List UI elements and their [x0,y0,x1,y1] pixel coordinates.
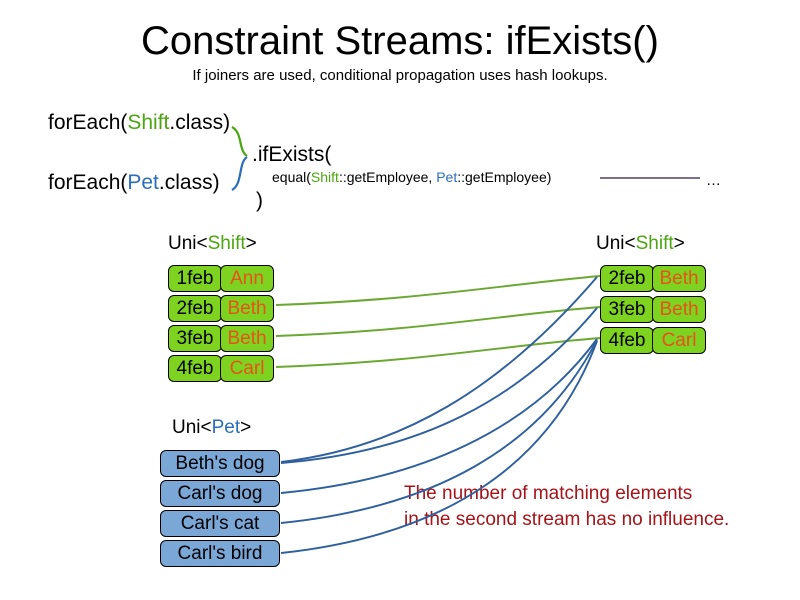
pet-cell: Beth's dog [160,450,280,477]
pet-cell: Carl's bird [160,540,280,567]
shift-date-cell: 3feb [168,325,222,352]
code-ellipsis: … [706,172,721,189]
annotation-line-2: in the second stream has no influence. [404,509,730,530]
shift-date-cell: 4feb [600,327,654,354]
label-uni-shift-left: Uni<Shift> [168,232,257,255]
label-uni-pet-suffix: > [240,417,252,438]
shift-name-cell: Ann [220,265,274,292]
list-item: Beth's dog [160,450,280,477]
connector-blue-carls-dog-4feb [280,338,598,494]
table-row: 4feb Carl [168,355,274,382]
connector-green-3feb [275,306,601,337]
pet-cell: Carl's cat [160,510,280,537]
connector-green-2feb [275,275,601,306]
code-equal-joiner: equal(Shift::getEmployee, Pet::getEmploy… [272,168,551,186]
code-equal-suffix: ::getEmployee) [457,169,552,185]
shift-date-cell: 3feb [600,296,654,323]
shift-name-cell: Beth [220,325,274,352]
table-row: 2feb Beth [600,265,706,292]
brace-lower-blue [231,156,248,191]
label-uni-shift-left-suffix: > [245,233,257,254]
label-uni-shift-right-suffix: > [673,233,685,254]
table-row: 4feb Carl [600,327,706,354]
code-foreach-shift-prefix: forEach( [48,111,128,134]
list-item: Carl's dog [160,480,280,507]
shift-name-cell: Beth [220,295,274,322]
connector-blue-beths-dog-2feb [280,276,598,463]
code-equal-type-pet: Pet [436,169,458,185]
shift-name-cell: Beth [652,296,706,323]
table-row: 2feb Beth [168,295,274,322]
code-foreach-shift-type: Shift [127,111,170,134]
annotation-note: The number of matching elements in the s… [404,481,729,533]
pet-cell: Carl's dog [160,480,280,507]
page-subtitle: If joiners are used, conditional propaga… [192,67,608,84]
connector-blue-beths-dog-3feb [280,307,598,464]
table-row: 3feb Beth [600,296,706,323]
code-foreach-shift: forEach(Shift.class) [48,110,230,135]
label-uni-shift-right-prefix: Uni< [596,233,636,254]
shift-name-cell: Beth [652,265,706,292]
connector-green-4feb [275,337,601,368]
shift-date-cell: 4feb [168,355,222,382]
list-item: Carl's cat [160,510,280,537]
table-row: 1feb Ann [168,265,274,292]
shift-date-cell: 1feb [168,265,222,292]
brace-upper-green [231,126,248,157]
code-foreach-pet: forEach(Pet.class) [48,170,220,195]
code-foreach-pet-type: Pet [127,171,159,194]
shift-name-cell: Carl [652,327,706,354]
code-foreach-shift-suffix: .class) [169,111,231,134]
label-uni-shift-left-type: Shift [207,233,246,254]
shift-date-cell: 2feb [168,295,222,322]
shift-name-cell: Carl [220,355,274,382]
label-uni-pet-prefix: Uni< [172,417,212,438]
label-uni-pet-type: Pet [211,417,241,438]
label-uni-shift-left-prefix: Uni< [168,233,208,254]
code-equal-prefix: equal( [272,169,311,185]
label-uni-pet: Uni<Pet> [172,416,251,439]
code-equal-mid: ::getEmployee, [338,169,437,185]
list-item: Carl's bird [160,540,280,567]
code-foreach-pet-suffix: .class) [158,171,220,194]
code-close-paren: ) [256,189,263,212]
annotation-line-1: The number of matching elements [404,483,693,504]
label-uni-shift-right-type: Shift [635,233,674,254]
label-uni-shift-right: Uni<Shift> [596,232,685,255]
code-ifexists-call: .ifExists( [252,143,332,166]
page-title: Constraint Streams: ifExists() [141,19,659,63]
table-row: 3feb Beth [168,325,274,352]
shift-date-cell: 2feb [600,265,654,292]
code-foreach-pet-prefix: forEach( [48,171,128,194]
code-equal-type-shift: Shift [310,169,339,185]
